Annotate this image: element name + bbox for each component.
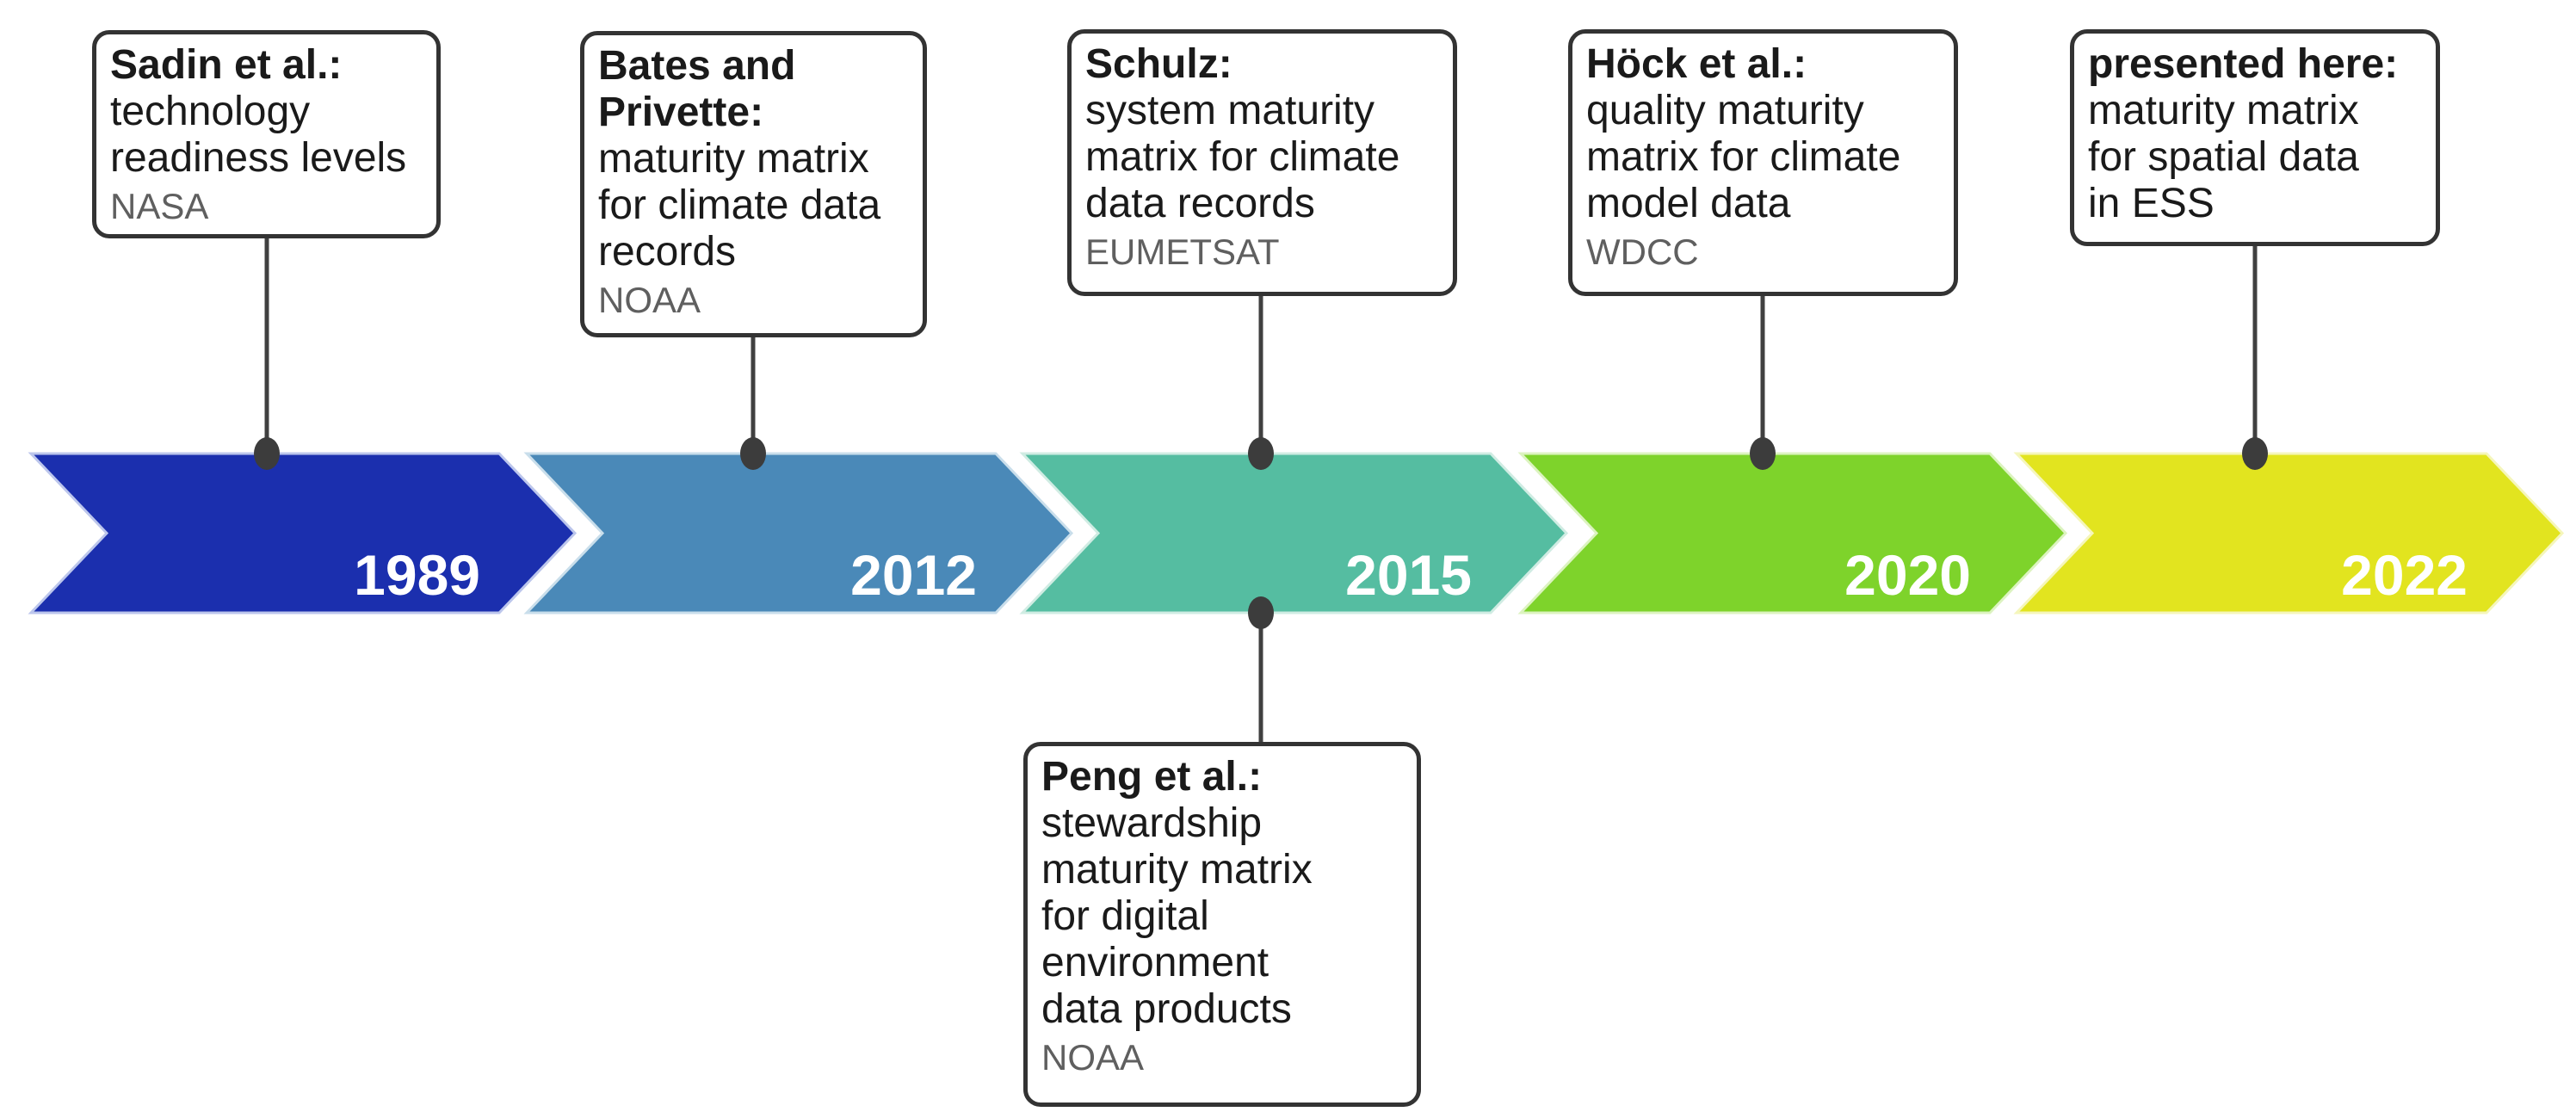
- callout-title: presented here:: [2088, 41, 2399, 87]
- year-label-2015: 2015: [1345, 543, 1472, 607]
- callout-hoeck: Höck et al.: quality maturity matrix for…: [1568, 29, 1958, 296]
- callout-body-line: stewardship: [1041, 800, 1263, 846]
- callout-title: Peng et al.:: [1041, 754, 1263, 800]
- connector-dot-schulz: [1248, 437, 1274, 470]
- connector-dot-hoeck: [1750, 437, 1776, 470]
- callout-body-line: environment: [1041, 940, 1269, 985]
- callout-presented-here: presented here: maturity matrix for spat…: [2070, 29, 2440, 246]
- callout-title: Privette:: [598, 90, 764, 135]
- chevron-2015: [1019, 452, 1569, 615]
- chevron-2020: [1517, 452, 2068, 615]
- chevron-1989: [28, 452, 578, 615]
- callout-org: NOAA: [598, 280, 701, 320]
- callout-body-line: for digital: [1041, 893, 1209, 939]
- callout-body-line: maturity matrix: [2088, 88, 2359, 133]
- callout-body-line: quality maturity: [1586, 88, 1864, 133]
- callout-body-line: data records: [1085, 181, 1315, 226]
- callout-body-line: system maturity: [1085, 88, 1375, 133]
- callout-org: NOAA: [1041, 1037, 1145, 1078]
- callout-bates-privette: Bates and Privette: maturity matrix for …: [580, 31, 927, 337]
- callout-body-line: model data: [1586, 181, 1791, 226]
- year-label-1989: 1989: [354, 543, 480, 607]
- callout-body-line: data products: [1041, 986, 1292, 1032]
- chevron-2012: [523, 452, 1074, 615]
- callout-org: NASA: [110, 186, 209, 226]
- callout-title: Bates and: [598, 43, 796, 89]
- callout-schulz: Schulz: system maturity matrix for clima…: [1067, 29, 1457, 296]
- callout-body-line: readiness levels: [110, 135, 407, 181]
- callout-body-line: technology: [110, 89, 311, 134]
- callout-body-line: matrix for climate: [1586, 134, 1901, 180]
- connector-dot-sadin: [254, 437, 280, 470]
- callout-body-line: in ESS: [2088, 181, 2215, 226]
- callout-body-line: for climate data: [598, 182, 881, 228]
- callout-body-line: maturity matrix: [598, 136, 869, 182]
- callout-org: WDCC: [1586, 232, 1699, 272]
- year-label-2012: 2012: [850, 543, 977, 607]
- connector-dot-peng: [1248, 596, 1274, 629]
- callout-sadin: Sadin et al.: technology readiness level…: [92, 30, 441, 238]
- connector-dot-presented: [2242, 437, 2268, 470]
- callout-org: EUMETSAT: [1085, 232, 1280, 272]
- callout-title: Schulz:: [1085, 41, 1232, 87]
- callout-title: Höck et al.:: [1586, 41, 1807, 87]
- year-label-2022: 2022: [2341, 543, 2468, 607]
- connector-dot-bates: [740, 437, 766, 470]
- callout-peng: Peng et al.: stewardship maturity matrix…: [1023, 742, 1421, 1107]
- callout-body-line: maturity matrix: [1041, 847, 1313, 893]
- callout-body-line: for spatial data: [2088, 134, 2359, 180]
- callout-title: Sadin et al.:: [110, 42, 343, 88]
- callout-body-line: records: [598, 229, 737, 275]
- callout-body-line: matrix for climate: [1085, 134, 1400, 180]
- year-label-2020: 2020: [1844, 543, 1971, 607]
- chevron-2022: [2013, 452, 2565, 615]
